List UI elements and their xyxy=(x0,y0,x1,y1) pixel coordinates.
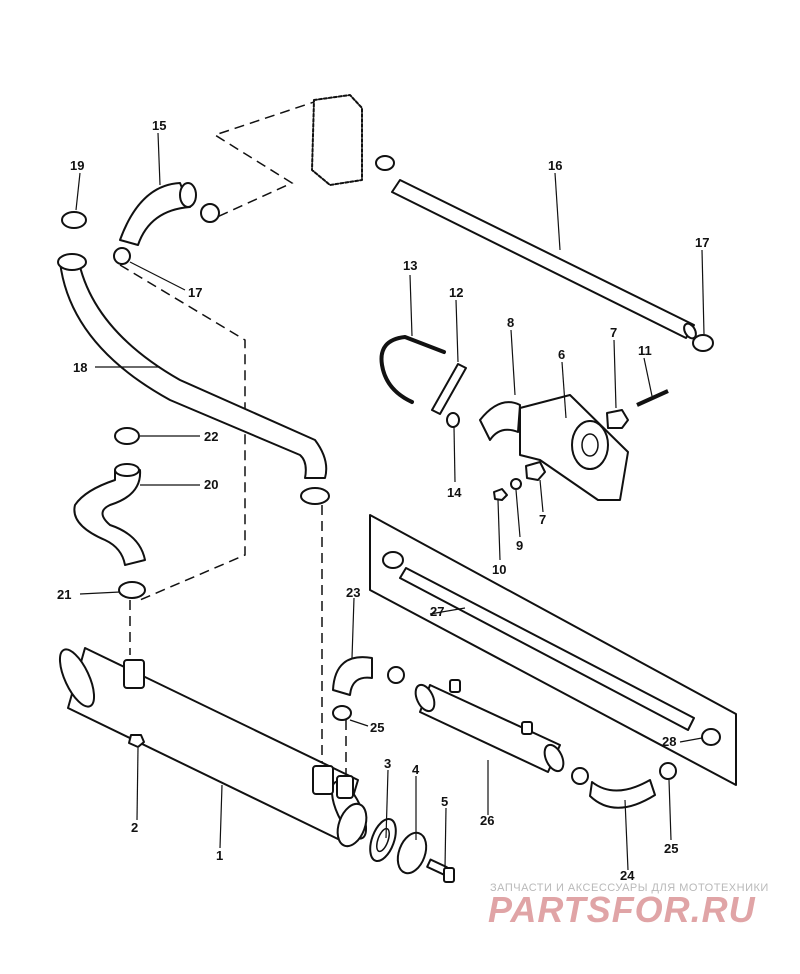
callout-18: 18 xyxy=(73,360,87,375)
callout-7-lower: 7 xyxy=(539,512,546,527)
part-7-nut-upper xyxy=(606,409,629,429)
callout-21: 21 xyxy=(57,587,71,602)
part-10-nut xyxy=(493,488,508,501)
callout-7-upper: 7 xyxy=(610,325,617,340)
part-19-clamp xyxy=(61,211,87,229)
part-1-cooler-body xyxy=(58,647,368,841)
part-16-tube xyxy=(391,179,697,340)
callout-6: 6 xyxy=(558,347,565,362)
part-6-mounting-bracket xyxy=(519,394,629,501)
part-11-stud xyxy=(636,389,669,407)
part-24-hose xyxy=(589,779,656,809)
callout-13: 13 xyxy=(403,258,417,273)
part-18-long-hose xyxy=(57,253,330,505)
callout-28: 28 xyxy=(662,734,676,749)
callout-15: 15 xyxy=(152,118,166,133)
callout-11: 11 xyxy=(638,343,652,358)
part-25-clamp-left xyxy=(332,705,352,721)
part-27-rod-kit-panel xyxy=(369,514,737,786)
part-12-strap xyxy=(431,363,467,415)
watermark: ЗАПЧАСТИ И АКСЕССУАРЫ ДЛЯ МОТОТЕХНИКИ PA… xyxy=(488,882,769,930)
callout-20: 20 xyxy=(204,477,218,492)
part-15-elbow-hose xyxy=(119,182,220,246)
part-thermostat-housing xyxy=(311,94,395,186)
watermark-logo: PARTSFOR.RU xyxy=(488,889,756,930)
callout-17-upper: 17 xyxy=(188,285,202,300)
part-5-screw xyxy=(426,858,455,883)
part-8-saddle xyxy=(479,401,521,441)
part-28-clamp xyxy=(701,728,721,746)
callout-labels: 15 19 16 17 17 18 13 12 8 6 7 11 14 7 9 … xyxy=(57,118,709,883)
part-end-cover xyxy=(336,802,368,848)
part-25-clamp-right xyxy=(659,762,677,780)
callout-23: 23 xyxy=(346,585,360,600)
part-7-nut-lower xyxy=(525,461,546,481)
callout-9: 9 xyxy=(516,538,523,553)
callout-10: 10 xyxy=(492,562,506,577)
part-17-clamp-right xyxy=(692,334,714,352)
callout-14: 14 xyxy=(447,485,462,500)
part-9-washer xyxy=(510,478,522,490)
callout-19: 19 xyxy=(70,158,84,173)
part-3-gasket xyxy=(369,817,397,863)
leader-lines xyxy=(75,132,705,871)
dashed-routing-lines xyxy=(119,99,347,780)
part-22-clamp xyxy=(114,427,140,445)
callout-22: 22 xyxy=(204,429,218,444)
callout-27: 27 xyxy=(430,604,444,619)
callout-24: 24 xyxy=(620,868,635,883)
callout-25-right: 25 xyxy=(664,841,678,856)
callout-25-left: 25 xyxy=(370,720,384,735)
callout-5: 5 xyxy=(441,794,448,809)
callout-17-right: 17 xyxy=(695,235,709,250)
callout-8: 8 xyxy=(507,315,514,330)
part-20-formed-hose xyxy=(73,463,146,566)
watermark-tagline: ЗАПЧАСТИ И АКСЕССУАРЫ ДЛЯ МОТОТЕХНИКИ xyxy=(490,882,769,894)
part-21-clamp xyxy=(118,581,146,599)
part-26-cylinder xyxy=(414,679,589,785)
callout-26: 26 xyxy=(480,813,494,828)
callout-1: 1 xyxy=(216,848,223,863)
part-17-clamp-upper xyxy=(113,247,131,265)
callout-4: 4 xyxy=(412,762,420,777)
callout-16: 16 xyxy=(548,158,562,173)
part-23-elbow-hose xyxy=(332,656,405,696)
part-4-end-cover xyxy=(396,831,428,875)
callout-2: 2 xyxy=(131,820,138,835)
callout-3: 3 xyxy=(384,756,391,771)
part-14-washer xyxy=(446,412,460,428)
part-13-u-bolt xyxy=(379,335,446,404)
part-2-drain-plug xyxy=(128,734,145,748)
callout-12: 12 xyxy=(449,285,463,300)
